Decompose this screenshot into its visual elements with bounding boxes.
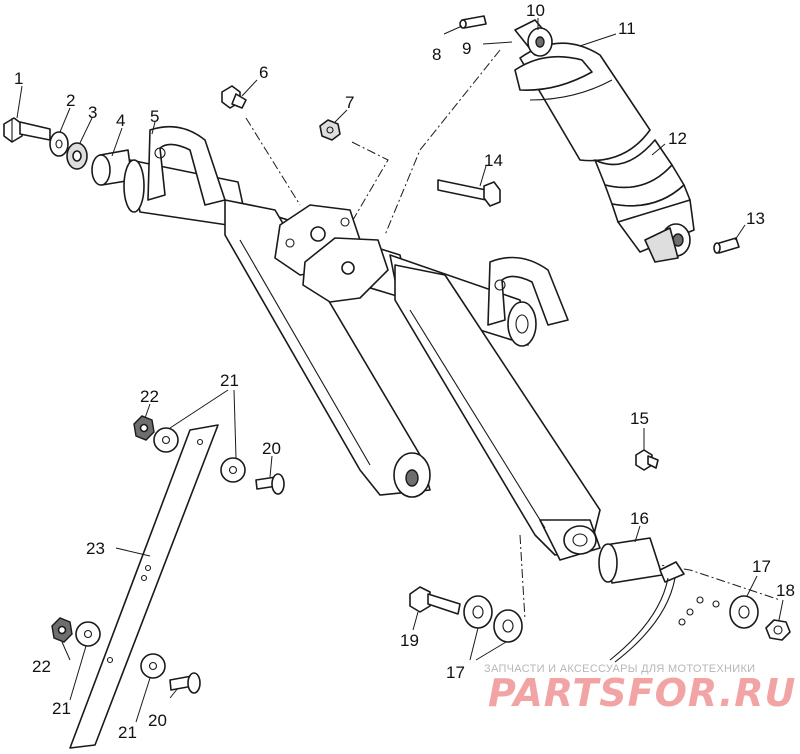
callout-14: 14	[484, 151, 503, 170]
callout-9: 9	[462, 39, 471, 58]
swing-arm-assembly	[123, 125, 601, 561]
callout-22-bottom: 22	[32, 657, 51, 676]
watermark: ЗАПЧАСТИ И АКСЕССУАРЫ ДЛЯ МОТОТЕХНИКИ PA…	[484, 663, 796, 715]
callout-10: 10	[526, 1, 545, 20]
part-23-link-strap	[69, 424, 219, 749]
callout-22-top: 22	[140, 387, 159, 406]
callout-7: 7	[345, 93, 354, 112]
callout-20-top: 20	[262, 439, 281, 458]
callout-leaders	[16, 18, 784, 723]
part-17-washers	[463, 595, 759, 643]
callout-11: 11	[618, 19, 636, 38]
callout-21-left: 21	[52, 699, 71, 718]
watermark-logo: PARTSFOR.RU	[488, 671, 796, 715]
part-1-bolt	[3, 117, 51, 143]
callout-23: 23	[86, 539, 105, 558]
callout-2: 2	[66, 91, 75, 110]
callout-16: 16	[630, 509, 649, 528]
rod-cable	[609, 561, 685, 663]
part-19-bolt	[409, 586, 461, 615]
callout-13: 13	[746, 209, 765, 228]
watermark-tagline: ЗАПЧАСТИ И АКСЕССУАРЫ ДЛЯ МОТОТЕХНИКИ	[484, 663, 755, 675]
part-2-washer	[49, 131, 69, 157]
part-8-pin	[459, 15, 487, 29]
callout-6: 6	[259, 63, 268, 82]
part-21-washers	[75, 427, 246, 679]
callout-17-right: 17	[752, 557, 771, 576]
callout-5: 5	[150, 107, 159, 126]
callout-labels: 1 2 3 4 5 6 7 8 9 10 11 12 13 14 15 16 1…	[14, 1, 795, 742]
part-22-nuts	[51, 415, 155, 643]
part-7-nut	[319, 119, 341, 141]
part-18-nut	[765, 619, 791, 641]
part-6-grease-fitting	[221, 85, 247, 109]
part-14-bolt	[437, 179, 501, 207]
callout-20-bottom: 20	[148, 711, 167, 730]
part-15-grease-fitting	[635, 449, 659, 471]
callout-3: 3	[88, 103, 97, 122]
part-20-shoulder-bolts	[169, 473, 285, 694]
callout-8: 8	[432, 45, 441, 64]
callout-21-bottom: 21	[118, 723, 137, 742]
part-13-pin	[713, 237, 740, 254]
callout-21-top: 21	[220, 371, 239, 390]
callout-4: 4	[116, 111, 125, 130]
callout-12: 12	[668, 129, 687, 148]
callout-19: 19	[400, 631, 419, 650]
callout-17-left: 17	[446, 663, 465, 682]
part-16-bushing	[598, 537, 663, 584]
part-11-12-shock-absorber	[514, 19, 695, 263]
callout-1: 1	[14, 69, 23, 88]
callout-18: 18	[776, 581, 795, 600]
part-3-bushing-washer	[66, 142, 88, 170]
callout-15: 15	[630, 409, 649, 428]
